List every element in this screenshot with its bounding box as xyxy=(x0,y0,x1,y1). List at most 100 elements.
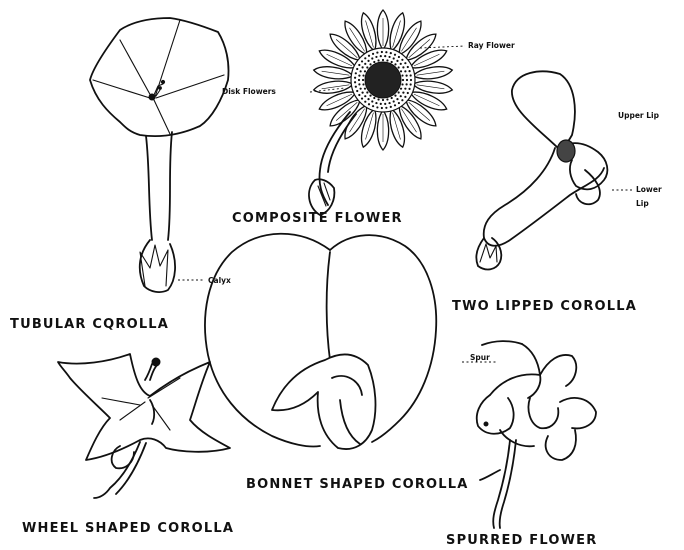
disk-floret xyxy=(391,61,393,63)
disk-floret xyxy=(406,79,408,81)
disk-floret xyxy=(369,63,371,65)
disk-floret xyxy=(385,107,387,109)
wheel-shaped-corolla-drawing xyxy=(58,354,230,498)
disk-floret xyxy=(367,60,369,62)
disk-floret xyxy=(358,79,360,81)
disk-floret xyxy=(366,66,368,68)
disk-floret xyxy=(404,88,406,90)
disk-floret xyxy=(401,74,403,76)
disk-floret xyxy=(364,88,366,90)
disk-floret xyxy=(401,59,403,61)
bonnet-shaped-corolla-drawing xyxy=(205,234,436,449)
disk-floret xyxy=(358,83,360,85)
disk-floret xyxy=(356,68,358,70)
disk-floret xyxy=(380,103,382,105)
disk-floret xyxy=(356,90,358,92)
disk-floret xyxy=(408,88,410,90)
disk-floret xyxy=(362,74,364,76)
disk-floret xyxy=(361,92,363,94)
disk-floret xyxy=(358,94,360,96)
disk-floret xyxy=(364,101,366,103)
disk-floret xyxy=(402,79,404,81)
disk-floret xyxy=(388,56,390,58)
disk-floret xyxy=(404,70,406,72)
disk-floret xyxy=(381,107,383,109)
disk-floret xyxy=(382,59,384,61)
spurred-flower-drawing xyxy=(462,341,596,528)
disk-floret xyxy=(398,56,400,58)
disk-floret xyxy=(388,102,390,104)
disk-floret xyxy=(373,97,375,99)
disk-floret xyxy=(402,66,404,68)
disk-floret xyxy=(364,57,366,59)
upper-lip-label: Upper Lip xyxy=(618,111,660,120)
disk-floret xyxy=(371,100,373,102)
disk-floret xyxy=(396,98,398,100)
disk-floret xyxy=(355,72,357,74)
disk-floret xyxy=(400,63,402,65)
disk-floret xyxy=(396,60,398,62)
disk-floret xyxy=(375,56,377,58)
spurred-flower-caption: SPURRED FLOWER xyxy=(446,533,597,548)
wheel-shaped-corolla-caption: WHEEL SHAPED COROLLA xyxy=(22,521,234,536)
disk-floret xyxy=(385,51,387,53)
disk-floret xyxy=(355,86,357,88)
disk-floret xyxy=(354,77,356,79)
disk-floret xyxy=(386,59,388,61)
disk-floret xyxy=(361,97,363,99)
disk-floret xyxy=(405,83,407,85)
disk-floret xyxy=(364,95,366,97)
disk-floret xyxy=(393,57,395,59)
disk-floret xyxy=(358,74,360,76)
disk-floret xyxy=(404,96,406,98)
disk-floret xyxy=(394,104,396,106)
disk-floret xyxy=(384,103,386,105)
disk-floret xyxy=(384,55,386,57)
disk-floret xyxy=(368,55,370,57)
disk-floret xyxy=(362,79,364,81)
disk-floret xyxy=(391,97,393,99)
disk-floret xyxy=(394,63,396,65)
disk-floret xyxy=(405,74,407,76)
disk-floret xyxy=(354,81,356,83)
disk-floret xyxy=(360,70,362,72)
disk-floret xyxy=(401,83,403,85)
disk-floret xyxy=(402,92,404,94)
disk-floret xyxy=(367,98,369,100)
disk-floret xyxy=(386,98,388,100)
disk-floret xyxy=(376,51,378,53)
disk-floret xyxy=(375,102,377,104)
disk-floret xyxy=(400,95,402,97)
disk-floret xyxy=(368,103,370,105)
disk-floret xyxy=(394,95,396,97)
composite-flower-caption: COMPOSITE FLOWER xyxy=(232,211,403,226)
disk-floret xyxy=(404,62,406,64)
disk-floret xyxy=(394,54,396,56)
disk-floret xyxy=(400,70,402,72)
disk-flowers-label: Disk Flowers xyxy=(222,87,276,96)
tubular-corolla-drawing xyxy=(90,18,229,292)
disk-floret xyxy=(398,91,400,93)
disk-floret xyxy=(381,51,383,53)
two-lipped-corolla-caption: TWO LIPPED COROLLA xyxy=(452,299,637,314)
disk-floret xyxy=(400,88,402,90)
disk-floret xyxy=(373,61,375,63)
disk-floret xyxy=(408,70,410,72)
disk-floret xyxy=(372,105,374,107)
lower-lip-label-line2: Lip xyxy=(636,199,649,208)
two-lipped-corolla-drawing xyxy=(476,71,632,269)
disk-floret xyxy=(361,66,363,68)
disk-floret xyxy=(410,83,412,85)
disk-floret xyxy=(361,60,363,62)
disk-floret xyxy=(364,63,366,65)
disk-floret xyxy=(362,83,364,85)
ray-flower-label: Ray Flower xyxy=(468,41,515,50)
disk-floret xyxy=(382,99,384,101)
disk-floret xyxy=(360,88,362,90)
disk-floret xyxy=(410,74,412,76)
disk-floret xyxy=(390,52,392,54)
disk-floret xyxy=(390,106,392,108)
disk-floret xyxy=(393,100,395,102)
disk-floret xyxy=(410,79,412,81)
